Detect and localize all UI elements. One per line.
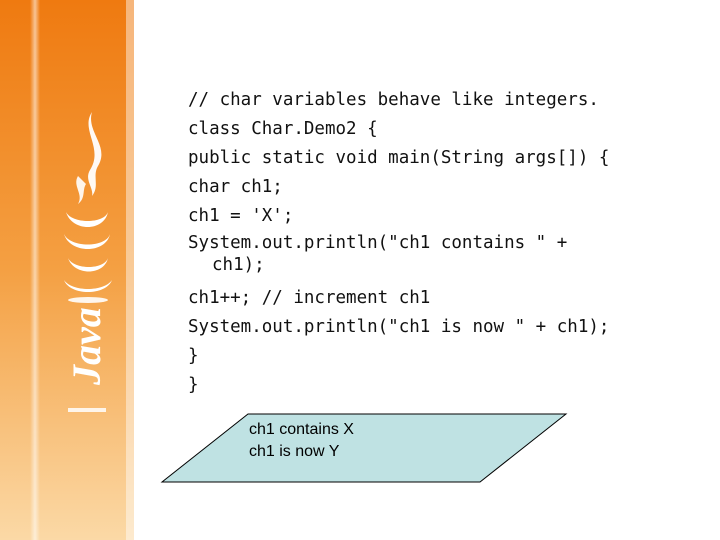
code-line: System.out.println("ch1 contains " + <box>188 233 568 253</box>
output-parallelogram <box>160 413 568 483</box>
code-block: // char variables behave like integers. … <box>188 86 708 400</box>
code-line-continuation: ch1); <box>212 255 265 275</box>
program-output: ch1 contains X ch1 is now Y <box>249 419 354 463</box>
code-line: ch1++; // increment ch1 <box>188 288 431 308</box>
code-line: public static void main(String args[]) { <box>188 148 610 168</box>
code-line: class Char.Demo2 { <box>188 119 378 139</box>
code-line: char ch1; <box>188 177 283 197</box>
code-line: } <box>188 375 199 395</box>
code-line: ch1 = 'X'; <box>188 206 294 226</box>
java-sidebar: Java <box>0 0 134 540</box>
code-line: System.out.println("ch1 is now " + ch1); <box>188 317 610 337</box>
code-line: // char variables behave like integers. <box>188 90 599 110</box>
java-underline <box>68 408 106 412</box>
java-logo-icon <box>64 112 112 303</box>
output-line: ch1 is now Y <box>249 443 340 460</box>
code-line: } <box>188 346 199 366</box>
output-line: ch1 contains X <box>249 421 354 438</box>
java-wordmark: Java <box>64 307 109 386</box>
